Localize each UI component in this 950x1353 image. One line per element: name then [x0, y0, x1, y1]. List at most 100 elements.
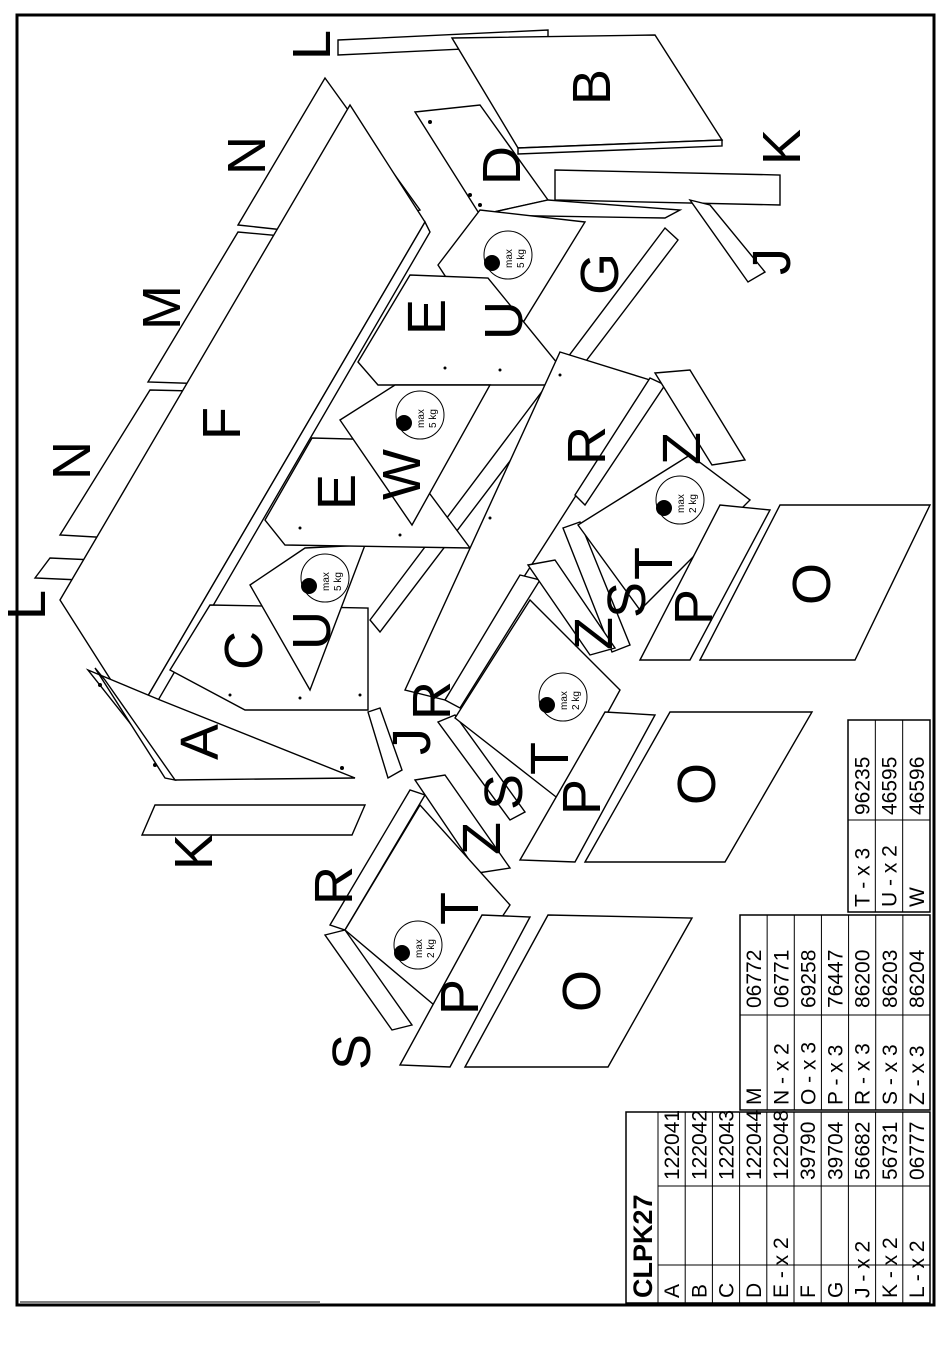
part-label-Z-left: Z	[452, 822, 512, 855]
weight-load-text: 2 kg	[426, 939, 437, 958]
part-label-U-lower: U	[282, 611, 342, 650]
part-letter: E - x 2	[770, 1237, 793, 1298]
part-label-M: M	[132, 285, 192, 330]
mid-cube-T	[454, 598, 621, 802]
part-label-K-bottom: K	[164, 834, 224, 870]
part-code: 46595	[879, 757, 902, 815]
left-cube-Z	[413, 774, 512, 874]
part-code: 56731	[879, 1122, 902, 1180]
part-label-A: A	[170, 724, 230, 760]
weight-load-text: 5 kg	[516, 249, 527, 268]
part-letter: U - x 2	[879, 845, 902, 907]
mid-cube-S	[436, 714, 527, 821]
weight-max-text: max	[416, 409, 427, 428]
right-cube-P	[638, 504, 772, 661]
right-cube-O	[698, 504, 932, 661]
part-label-O-right: O	[782, 563, 842, 605]
part-letter: P - x 3	[825, 1045, 848, 1105]
weight-max-text: max	[321, 572, 332, 591]
mid-cube-P	[518, 711, 657, 863]
part-code: 69258	[797, 950, 820, 1008]
part-label-T-right: T	[624, 547, 684, 580]
hole	[340, 766, 344, 770]
part-label-G: G	[570, 253, 630, 295]
part-code: 56682	[852, 1122, 875, 1180]
panel-K-top	[554, 169, 781, 206]
panel-J-top	[688, 198, 767, 283]
part-label-T-left: T	[430, 892, 490, 925]
part-letter: B	[688, 1284, 711, 1298]
weight-badge: max 5 kg	[483, 230, 533, 280]
part-label-O-mid: O	[667, 763, 727, 805]
part-label-R-right: R	[557, 426, 617, 465]
part-label-S-right: S	[597, 582, 657, 618]
hole	[98, 683, 102, 687]
part-label-L-top: L	[282, 30, 342, 60]
part-label-S-left: S	[322, 1034, 382, 1070]
part-label-F: F	[192, 407, 252, 440]
part-label-N-upper: N	[217, 136, 277, 175]
mid-cube-O	[583, 711, 814, 863]
part-label-R-left: R	[304, 866, 364, 905]
weight-max-text: max	[676, 494, 687, 513]
mid-cube-Z	[526, 559, 617, 656]
part-code: 76447	[825, 950, 848, 1008]
part-label-N-lower: N	[42, 441, 102, 480]
assembly-holes	[98, 120, 562, 770]
weight-load-text: 2 kg	[688, 494, 699, 513]
part-label-K-top: K	[752, 129, 812, 165]
part-code: 96235	[851, 757, 874, 815]
weight-load-text: 5 kg	[428, 409, 439, 428]
left-cube-S	[323, 929, 414, 1031]
part-code: 122041	[661, 1110, 684, 1180]
part-code: 122043	[716, 1110, 739, 1180]
part-label-J-top: J	[742, 248, 802, 275]
part-letter: T - x 3	[851, 848, 874, 907]
part-code: 39704	[824, 1121, 847, 1180]
part-label-C: C	[214, 631, 274, 670]
page-frame	[15, 13, 936, 1307]
part-code: 122044	[743, 1110, 766, 1180]
part-label-S-mid: S	[474, 774, 534, 810]
hole	[153, 763, 157, 767]
part-code: 86200	[852, 950, 875, 1008]
left-cube-P	[398, 914, 532, 1068]
part-labels: A B C D E E F G J J K K L L M N N O O O …	[0, 30, 842, 1070]
panel-D-edge	[479, 199, 683, 219]
part-letter: K - x 2	[879, 1237, 902, 1298]
hole	[358, 693, 362, 697]
part-letter: R - x 3	[852, 1043, 875, 1105]
part-letter: M	[743, 1088, 766, 1106]
part-letter: O - x 3	[797, 1042, 820, 1105]
part-label-P-right: P	[664, 589, 724, 625]
part-label-P-left: P	[430, 979, 490, 1015]
weight-max-text: max	[414, 939, 425, 958]
weight-badge: max 5 kg	[300, 553, 350, 603]
weight-badge: max 5 kg	[395, 390, 445, 440]
part-letter: A	[661, 1284, 684, 1298]
part-letter: Z - x 3	[906, 1045, 929, 1105]
part-code: 122048	[770, 1110, 793, 1180]
part-letter: L - x 2	[906, 1240, 929, 1298]
weight-badges: max 5 kg max 5 kg max 5 kg max 2 kg max …	[300, 230, 705, 970]
panel-K-bottom	[140, 804, 367, 836]
part-code: 86204	[906, 949, 929, 1008]
parts-table-1: CLPK27 122041A122042B122043C122044D12204…	[625, 1110, 931, 1304]
part-code: 86203	[879, 950, 902, 1008]
part-label-Z-right: Z	[652, 432, 712, 465]
part-label-W: W	[372, 449, 432, 500]
part-letter: J - x 2	[852, 1241, 875, 1298]
hole	[478, 203, 482, 207]
weight-badge: max 2 kg	[538, 672, 588, 722]
weight-badge: max 2 kg	[655, 475, 705, 525]
hole	[498, 368, 502, 372]
right-cube-T	[576, 454, 752, 612]
part-letter: D	[743, 1283, 766, 1298]
part-code: 06777	[906, 1122, 929, 1180]
part-letter: S - x 3	[879, 1044, 902, 1105]
part-letter: F	[797, 1285, 820, 1298]
hole	[443, 366, 447, 370]
weight-badge: max 2 kg	[393, 920, 443, 970]
